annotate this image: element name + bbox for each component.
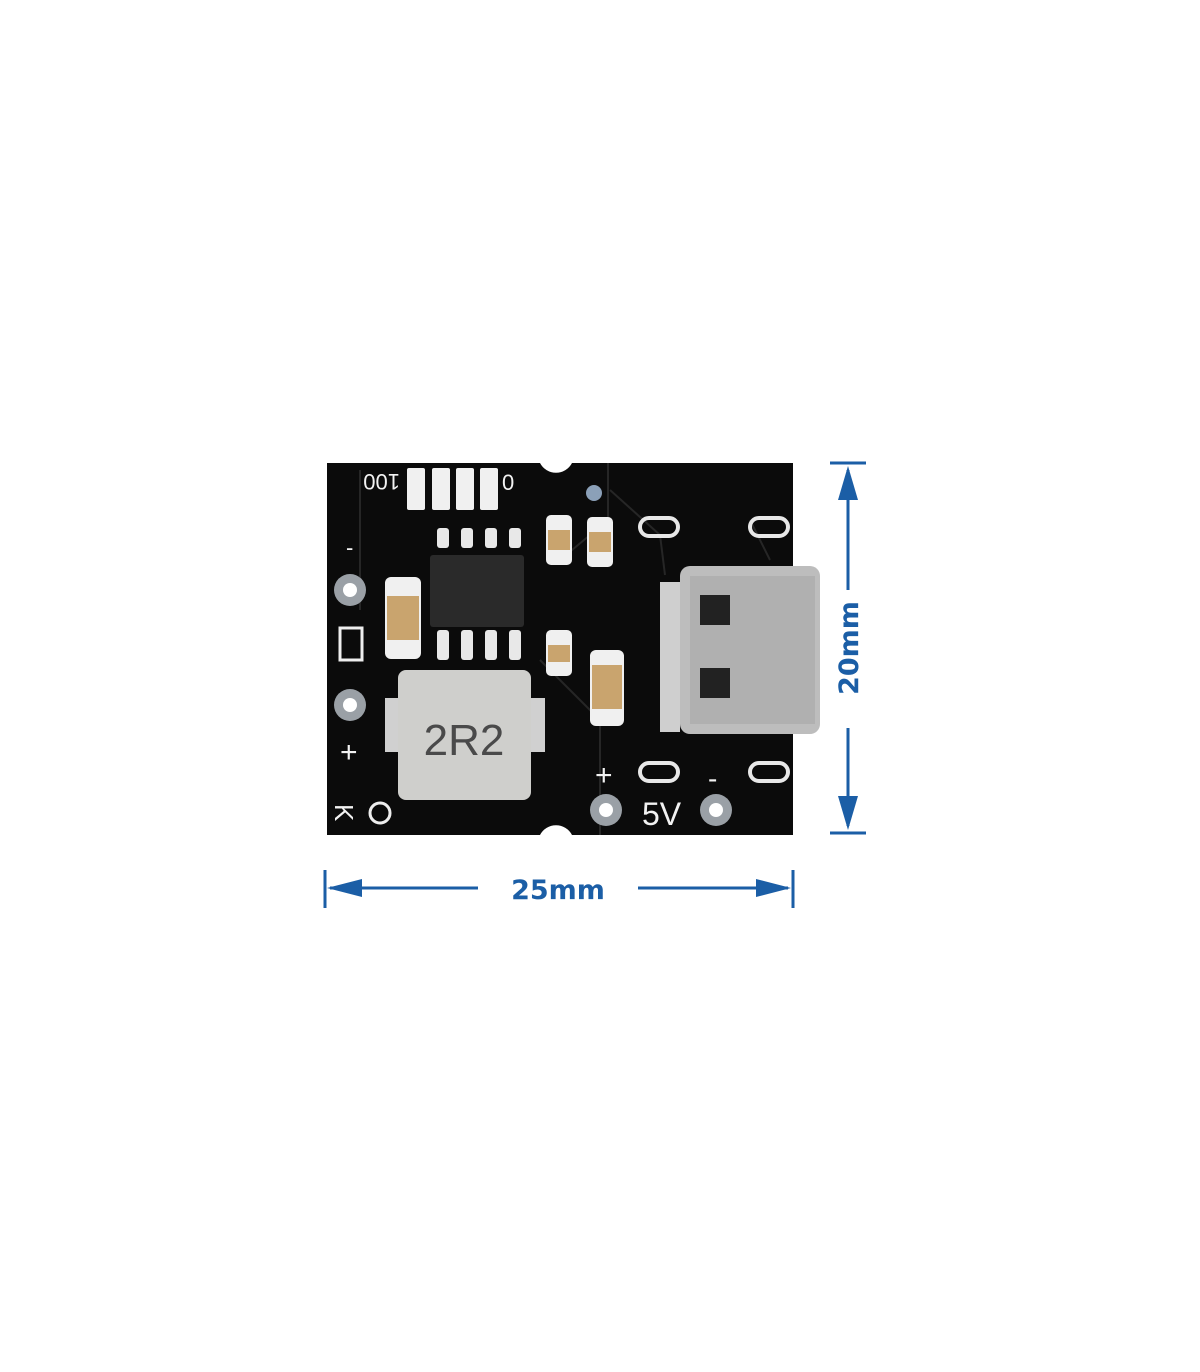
silk-code-0: 0 bbox=[502, 470, 514, 495]
arrow-down-icon bbox=[838, 796, 858, 830]
silk-key: K bbox=[329, 804, 359, 822]
inductor: 2R2 bbox=[385, 670, 545, 800]
mounting-slots bbox=[638, 516, 790, 783]
silk-5v: 5V bbox=[642, 796, 682, 832]
silk-output-plus: + bbox=[595, 759, 613, 792]
silk-code-100: 100 bbox=[363, 469, 400, 494]
width-dimension bbox=[323, 870, 795, 908]
usb-c-connector bbox=[660, 566, 820, 734]
silk-output-minus: - bbox=[708, 763, 717, 794]
silk-battery-plus: + bbox=[340, 736, 358, 769]
height-label: 20mm bbox=[834, 601, 865, 695]
resistor-array bbox=[407, 468, 498, 510]
capacitors bbox=[385, 515, 624, 726]
ic-chip bbox=[430, 528, 524, 660]
arrow-left-icon bbox=[327, 879, 362, 897]
silk-battery-minus: - bbox=[346, 535, 353, 560]
arrow-right-icon bbox=[756, 879, 791, 897]
width-label: 25mm bbox=[511, 875, 605, 906]
height-dimension bbox=[830, 461, 866, 835]
solder-pads bbox=[334, 485, 732, 826]
arrow-up-icon bbox=[838, 466, 858, 500]
key-pad-outline bbox=[338, 626, 364, 662]
inductor-marking: 2R2 bbox=[424, 716, 505, 765]
